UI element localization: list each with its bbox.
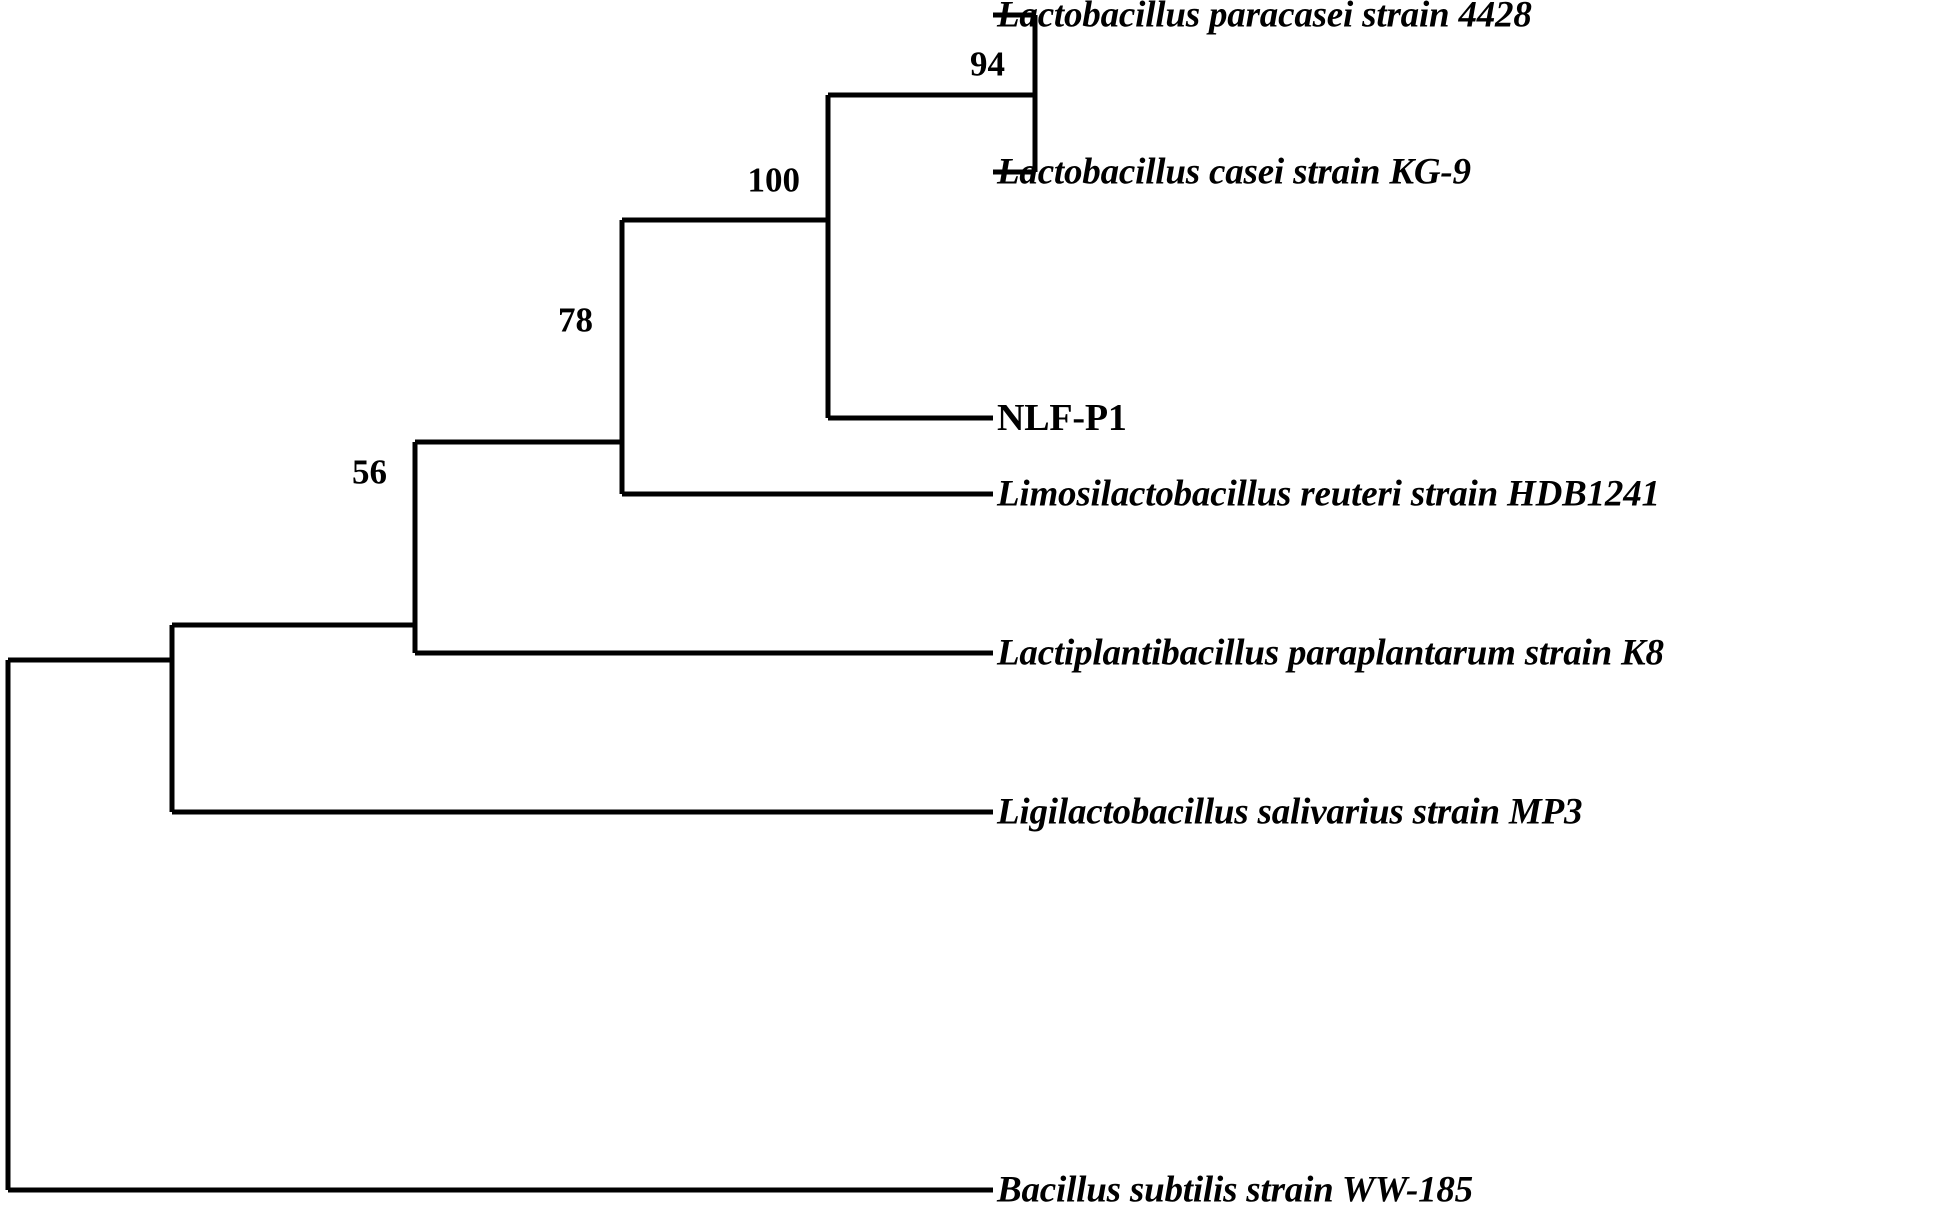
taxon-label-lactiplantibacillus-paraplantarum-k8: Lactiplantibacillus paraplantarum strain… (997, 632, 1664, 674)
taxon-label-nlf-p1: NLF-P1 (997, 397, 1127, 439)
taxon-label-limosilactobacillus-reuteri-hdb1241: Limosilactobacillus reuteri strain HDB12… (997, 473, 1660, 515)
taxon-label-lactobacillus-casei-kg9: Lactobacillus casei strain KG-9 (997, 151, 1471, 193)
bootstrap-value-56: 56 (352, 452, 387, 492)
bootstrap-value-100: 100 (747, 160, 801, 200)
bootstrap-value-78: 78 (558, 300, 593, 340)
taxon-label-bacillus-subtilis-ww185: Bacillus subtilis strain WW-185 (997, 1169, 1473, 1211)
taxon-label-ligilactobacillus-salivarius-mp3: Ligilactobacillus salivarius strain MP3 (997, 791, 1583, 833)
taxon-label-lactobacillus-paracasei-4428: Lactobacillus paracasei strain 4428 (997, 0, 1532, 36)
bootstrap-value-94: 94 (970, 44, 1005, 84)
branch-group (5, 12, 1038, 1193)
